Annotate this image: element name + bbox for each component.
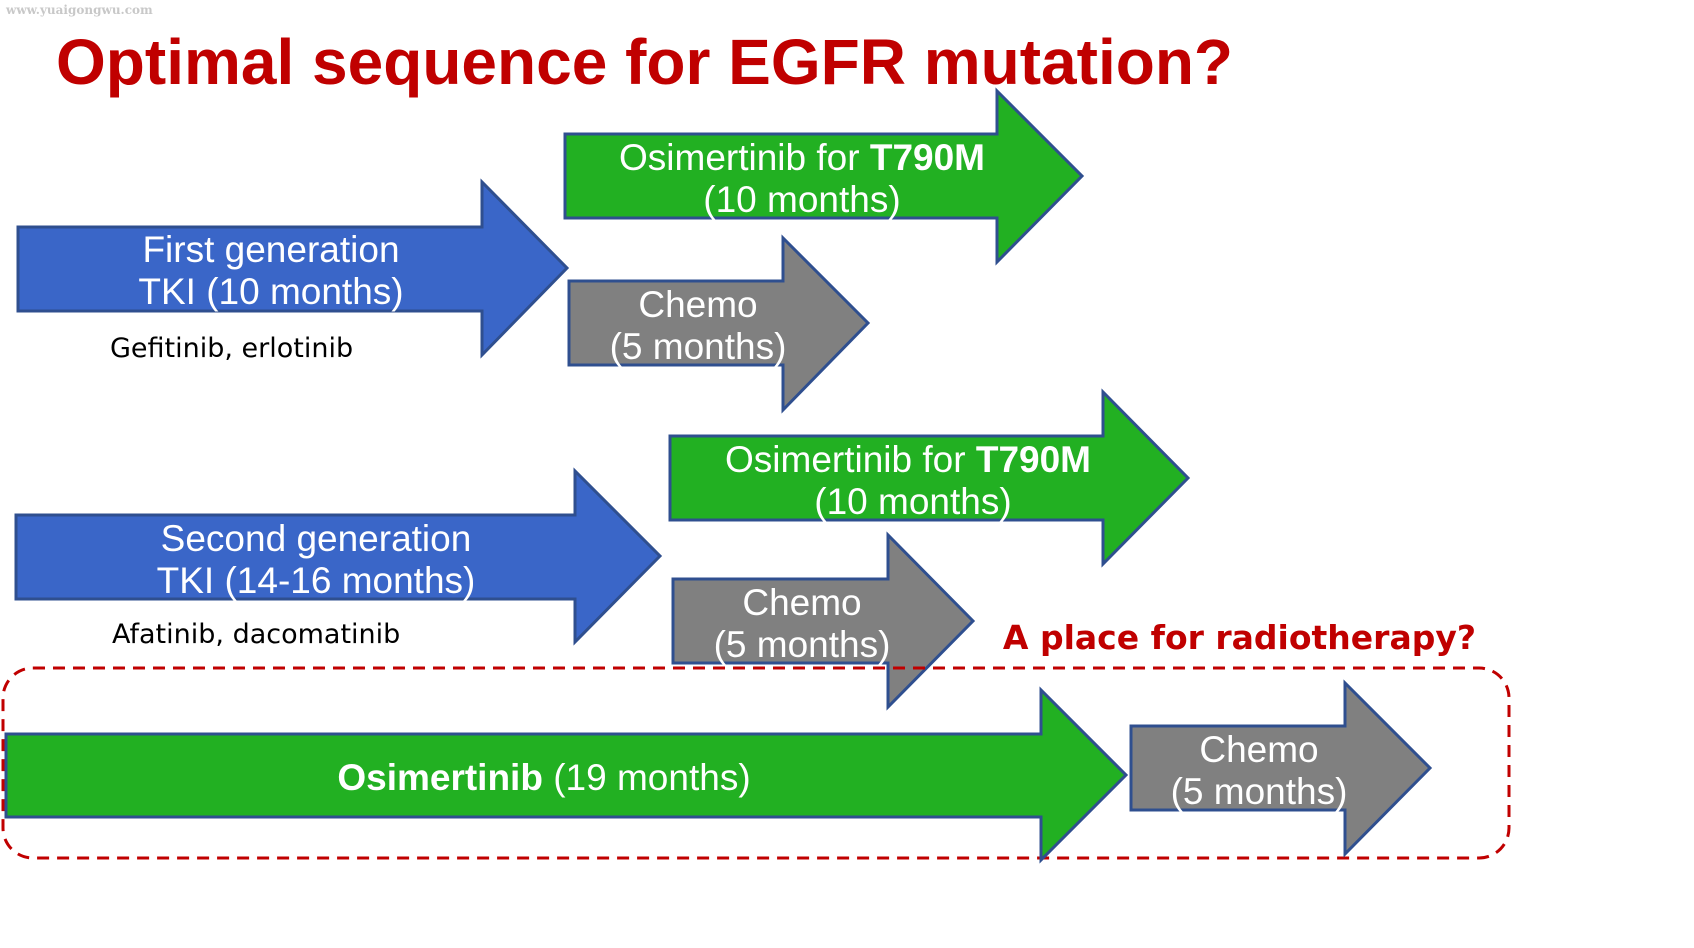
osimertinib-t790m-2-line2: (10 months) xyxy=(814,481,1011,522)
first-gen-tki-line2: TKI (10 months) xyxy=(138,271,403,312)
chemo-arrow-3 xyxy=(1129,679,1433,858)
radiotherapy-dashed-box xyxy=(1,666,1511,860)
first-gen-tki-arrow xyxy=(16,178,570,359)
chemo-3-line1: Chemo xyxy=(1199,729,1318,770)
first-gen-tki-line1: First generation xyxy=(142,229,399,270)
osimertinib-t790m-1-line1: Osimertinib for T790M xyxy=(619,137,985,178)
watermark: www.yuaigongwu.com xyxy=(5,3,153,17)
chemo-1-line1: Chemo xyxy=(638,284,757,325)
chemo-1-line2: (5 months) xyxy=(610,326,787,367)
osimertinib-t790m-arrow-1 xyxy=(563,87,1085,266)
chemo-2-line2: (5 months) xyxy=(714,624,891,665)
chemo-arrow-1 xyxy=(567,234,871,414)
radiotherapy-callout: A place for radiotherapy? xyxy=(1003,618,1476,657)
second-gen-tki-line1: Second generation xyxy=(161,518,472,559)
chemo-2-line1: Chemo xyxy=(742,582,861,623)
osimertinib-first-line-label: Osimertinib (19 months) xyxy=(337,757,750,798)
osimertinib-t790m-arrow-2 xyxy=(668,388,1191,568)
osimertinib-t790m-2-line1: Osimertinib for T790M xyxy=(725,439,1091,480)
second-gen-tki-arrow xyxy=(14,467,663,646)
chemo-arrow-2 xyxy=(671,531,976,711)
slide-title: Optimal sequence for EGFR mutation? xyxy=(56,26,1233,98)
second-gen-tki-line2: TKI (14-16 months) xyxy=(157,560,476,601)
osimertinib-t790m-1-line2: (10 months) xyxy=(703,179,900,220)
chemo-3-line2: (5 months) xyxy=(1171,771,1348,812)
second-gen-drugs: Afatinib, dacomatinib xyxy=(112,619,400,650)
osimertinib-first-line-arrow xyxy=(4,686,1129,864)
first-gen-drugs: Gefitinib, erlotinib xyxy=(110,333,353,364)
